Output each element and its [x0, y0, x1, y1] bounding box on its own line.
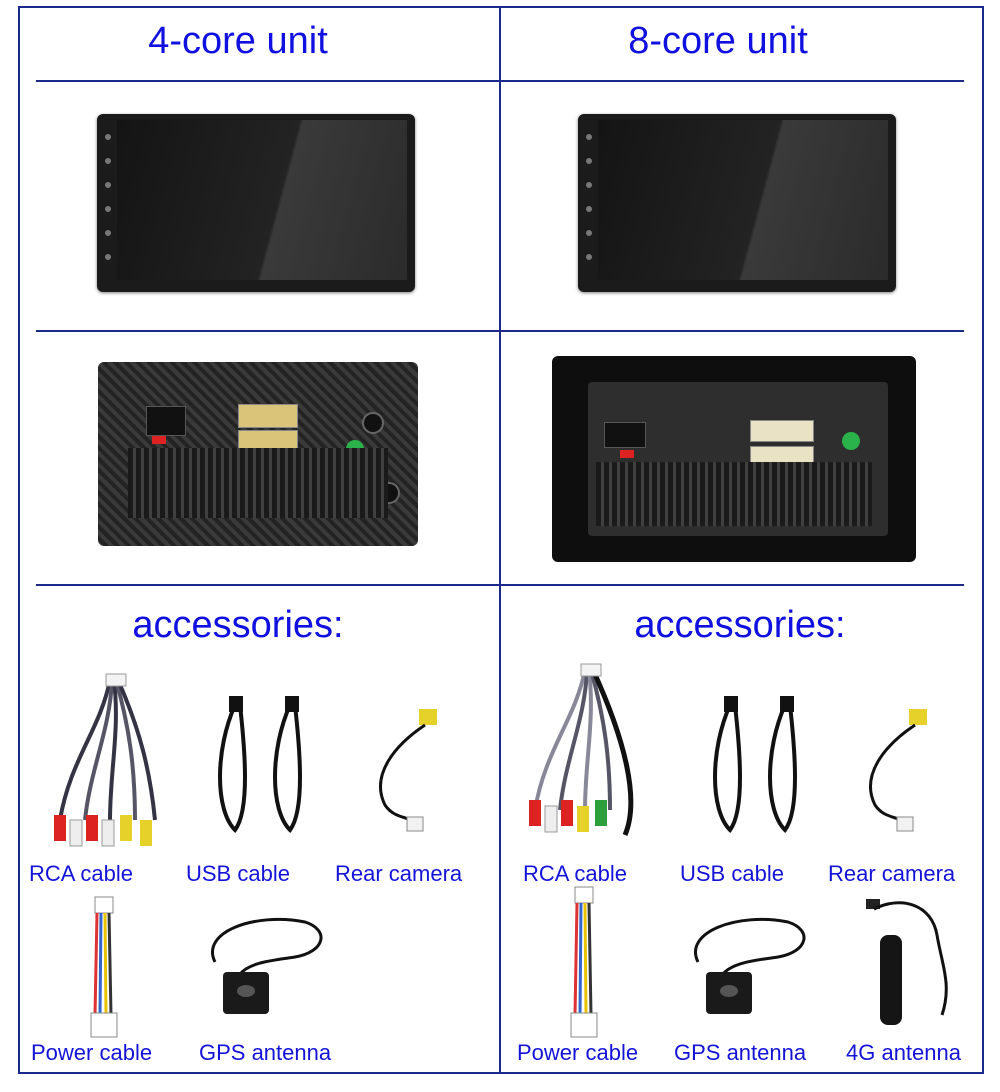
accessory-label-usb-cable-4-core: USB cable	[186, 861, 290, 886]
row-divider-2	[36, 330, 964, 332]
frame-right	[982, 6, 984, 1074]
accessory-label-4g-antenna-8-core: 4G antenna	[846, 1040, 961, 1065]
frame-left	[18, 6, 20, 1074]
accessory-label-rca-cable-8-core: RCA cable	[523, 861, 627, 886]
usb-cable-image-4-core	[218, 696, 302, 834]
rca-cable-image-8-core	[529, 663, 634, 836]
gps-antenna-image-8-core	[694, 917, 806, 1014]
column-title-4-core: 4-core unit	[148, 20, 328, 62]
accessory-label-power-cable-4-core: Power cable	[31, 1040, 153, 1065]
frame-divider	[499, 6, 501, 1074]
rca-cable-image-4-core	[54, 673, 157, 847]
accessory-label-rear-camera-4-core: Rear camera	[335, 861, 463, 886]
gps-antenna-image-4-core	[211, 917, 323, 1014]
rear-camera-cable-image-8-core	[869, 709, 927, 832]
front-screen-8-core	[578, 114, 896, 292]
accessory-label-gps-antenna-8-core: GPS antenna	[674, 1040, 807, 1065]
frame-top	[18, 6, 984, 8]
row-divider-3	[36, 584, 964, 586]
front-screen-4-core	[97, 114, 415, 292]
row-divider-1	[36, 80, 964, 82]
accessory-label-gps-antenna-4-core: GPS antenna	[199, 1040, 332, 1065]
usb-cable-image-8-core	[713, 696, 797, 834]
accessories-heading-8-core: accessories:	[634, 604, 846, 646]
power-cable-image-4-core	[90, 896, 118, 1038]
accessory-label-rear-camera-8-core: Rear camera	[828, 861, 956, 886]
accessories-heading-4-core: accessories:	[132, 604, 344, 646]
back-panel-8-core	[552, 356, 916, 562]
accessory-label-power-cable-8-core: Power cable	[517, 1040, 639, 1065]
4g-antenna-image-8-core	[866, 899, 948, 1025]
frame-bottom	[18, 1072, 984, 1074]
accessory-label-usb-cable-8-core: USB cable	[680, 861, 784, 886]
rear-camera-cable-image-4-core	[379, 709, 437, 832]
back-panel-4-core	[98, 362, 418, 546]
power-cable-image-8-core	[570, 886, 598, 1038]
accessory-label-rca-cable-4-core: RCA cable	[29, 861, 133, 886]
column-title-8-core: 8-core unit	[628, 20, 808, 62]
